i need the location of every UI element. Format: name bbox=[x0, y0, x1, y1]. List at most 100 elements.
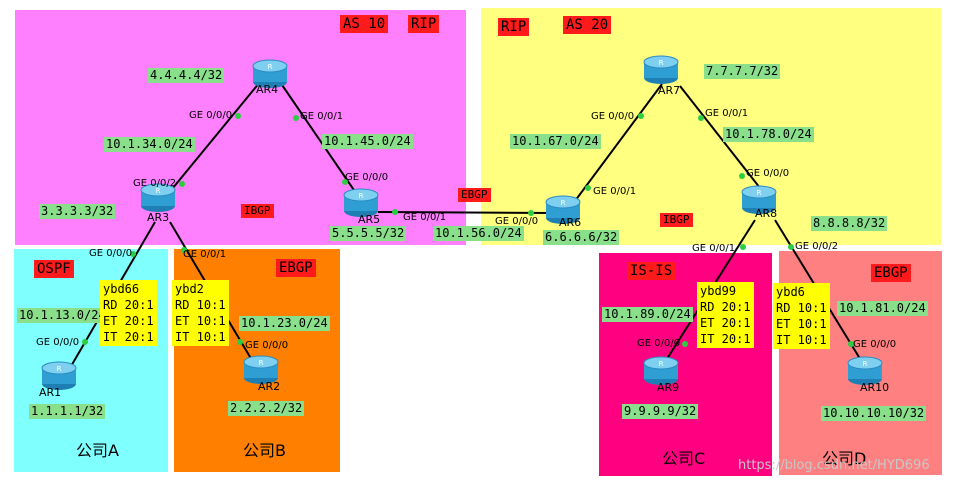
port-dot bbox=[682, 341, 688, 347]
subnet-ar8-ar10: 10.1.81.0/24 bbox=[837, 301, 928, 316]
vrf-it: IT 10:1 bbox=[175, 330, 226, 344]
vrf-et: ET 20:1 bbox=[103, 314, 154, 328]
vrf-name: ybd66 bbox=[103, 282, 140, 296]
port-ar7-right: GE 0/0/1 bbox=[705, 108, 749, 119]
vrf-rd: RD 20:1 bbox=[103, 298, 154, 312]
vrf-name: ybd99 bbox=[700, 284, 737, 298]
as10-protocol-label: RIP bbox=[408, 15, 440, 33]
vrf-it: IT 20:1 bbox=[103, 330, 154, 344]
router-name-ar5: AR5 bbox=[358, 213, 381, 226]
router-icon bbox=[643, 55, 679, 85]
port-ar5-up: GE 0/0/0 bbox=[345, 172, 389, 183]
ibgp-as20-label: IBGP bbox=[660, 213, 693, 227]
router-name-ar8: AR8 bbox=[755, 207, 778, 220]
company-b-name: 公司B bbox=[243, 441, 286, 460]
router-name-ar9: AR9 bbox=[657, 381, 680, 394]
port-ar2-up: GE 0/0/0 bbox=[245, 340, 289, 351]
port-dot bbox=[528, 210, 534, 216]
port-ar1-up: GE 0/0/0 bbox=[36, 337, 80, 348]
company-a-protocol-label: OSPF bbox=[34, 260, 74, 278]
subnet-ar5-ar6: 10.1.56.0/24 bbox=[433, 226, 524, 241]
port-ar8-up: GE 0/0/0 bbox=[746, 168, 790, 179]
company-d-name: 公司D bbox=[822, 449, 867, 468]
port-dot bbox=[739, 173, 745, 179]
loopback-ar5: 5.5.5.5/32 bbox=[330, 226, 407, 241]
port-ar6-left: GE 0/0/0 bbox=[495, 216, 539, 227]
port-ar8-down-left: GE 0/0/1 bbox=[692, 243, 736, 254]
company-d-protocol-label: EBGP bbox=[871, 264, 911, 282]
vrf-et: ET 10:1 bbox=[776, 317, 827, 331]
subnet-ar6-ar7: 10.1.67.0/24 bbox=[510, 134, 601, 149]
port-ar10-up: GE 0/0/0 bbox=[853, 339, 897, 350]
company-c-protocol-label: IS-IS bbox=[627, 262, 676, 280]
port-dot bbox=[698, 115, 704, 121]
company-b-protocol-label: EBGP bbox=[276, 259, 316, 277]
port-dot bbox=[237, 339, 243, 345]
port-ar4-left: GE 0/0/0 bbox=[189, 110, 233, 121]
link-ar4-ar5 bbox=[279, 81, 359, 197]
port-ar5-right: GE 0/0/1 bbox=[403, 212, 447, 223]
link-ar3-ar4 bbox=[162, 81, 261, 201]
port-dot bbox=[235, 113, 241, 119]
vrf-name: ybd2 bbox=[175, 282, 204, 296]
port-dot bbox=[293, 115, 299, 121]
port-dot bbox=[788, 244, 794, 250]
router-name-ar2: AR2 bbox=[258, 380, 281, 393]
router-name-ar6: AR6 bbox=[559, 216, 582, 229]
vrf-rd: RD 10:1 bbox=[776, 301, 827, 315]
link-ar5-ar6 bbox=[377, 211, 553, 214]
port-dot bbox=[585, 185, 591, 191]
port-dot bbox=[392, 209, 398, 215]
router-name-ar1: AR1 bbox=[39, 386, 62, 399]
router-name-ar3: AR3 bbox=[147, 211, 170, 224]
loopback-ar3: 3.3.3.3/32 bbox=[39, 204, 116, 219]
router-name-ar10: AR10 bbox=[860, 381, 890, 394]
vrf-et: ET 20:1 bbox=[700, 316, 751, 330]
loopback-ar2: 2.2.2.2/32 bbox=[228, 401, 305, 416]
loopback-ar8: 8.8.8.8/32 bbox=[811, 216, 888, 231]
port-ar3-down-right: GE 0/0/1 bbox=[183, 249, 227, 260]
port-ar7-left: GE 0/0/0 bbox=[591, 111, 635, 122]
vrf-ybd2: ybd2 RD 10:1 ET 10:1 IT 10:1 bbox=[172, 280, 229, 346]
vrf-it: IT 20:1 bbox=[700, 332, 751, 346]
watermark: https://blog.csdn.net/HYD696 bbox=[738, 458, 930, 473]
company-c-name: 公司C bbox=[662, 449, 706, 468]
vrf-ybd66: ybd66 RD 20:1 ET 20:1 IT 20:1 bbox=[100, 280, 157, 346]
port-dot bbox=[342, 179, 348, 185]
port-dot bbox=[848, 341, 854, 347]
as10-label: AS 10 bbox=[340, 15, 389, 33]
loopback-ar1: 1.1.1.1/32 bbox=[29, 404, 106, 419]
subnet-ar4-ar5: 10.1.45.0/24 bbox=[322, 134, 413, 149]
subnet-ar8-ar9: 10.1.89.0/24 bbox=[602, 307, 693, 322]
as20-label: AS 20 bbox=[563, 16, 612, 34]
router-name-ar4: AR4 bbox=[256, 83, 279, 96]
port-dot bbox=[638, 113, 644, 119]
loopback-ar7: 7.7.7.7/32 bbox=[704, 64, 781, 79]
port-ar4-right: GE 0/0/1 bbox=[300, 111, 344, 122]
subnet-ar3-ar4: 10.1.34.0/24 bbox=[104, 137, 195, 152]
vrf-rd: RD 20:1 bbox=[700, 300, 751, 314]
company-a-name: 公司A bbox=[76, 441, 119, 460]
ibgp-as10-label: IBGP bbox=[241, 204, 274, 218]
ebgp-core-label: EBGP bbox=[458, 188, 491, 202]
router-name-ar7: AR7 bbox=[658, 84, 681, 97]
link-ar6-ar7 bbox=[571, 83, 663, 206]
port-ar8-down-right: GE 0/0/2 bbox=[795, 241, 839, 252]
port-ar6-up: GE 0/0/1 bbox=[593, 186, 637, 197]
port-ar9-up: GE 0/0/0 bbox=[637, 338, 681, 349]
loopback-ar10: 10.10.10.10/32 bbox=[821, 406, 927, 421]
subnet-ar7-ar8: 10.1.78.0/24 bbox=[723, 127, 814, 142]
loopback-ar6: 6.6.6.6/32 bbox=[543, 230, 620, 245]
port-dot bbox=[181, 247, 187, 253]
port-dot bbox=[130, 251, 136, 257]
vrf-rd: RD 10:1 bbox=[175, 298, 226, 312]
loopback-ar4: 4.4.4.4/32 bbox=[148, 68, 225, 83]
port-dot bbox=[82, 339, 88, 345]
vrf-et: ET 10:1 bbox=[175, 314, 226, 328]
port-dot bbox=[740, 244, 746, 250]
port-ar3-up: GE 0/0/2 bbox=[133, 178, 177, 189]
vrf-ybd99: ybd99 RD 20:1 ET 20:1 IT 20:1 bbox=[697, 282, 754, 348]
port-dot bbox=[179, 181, 185, 187]
